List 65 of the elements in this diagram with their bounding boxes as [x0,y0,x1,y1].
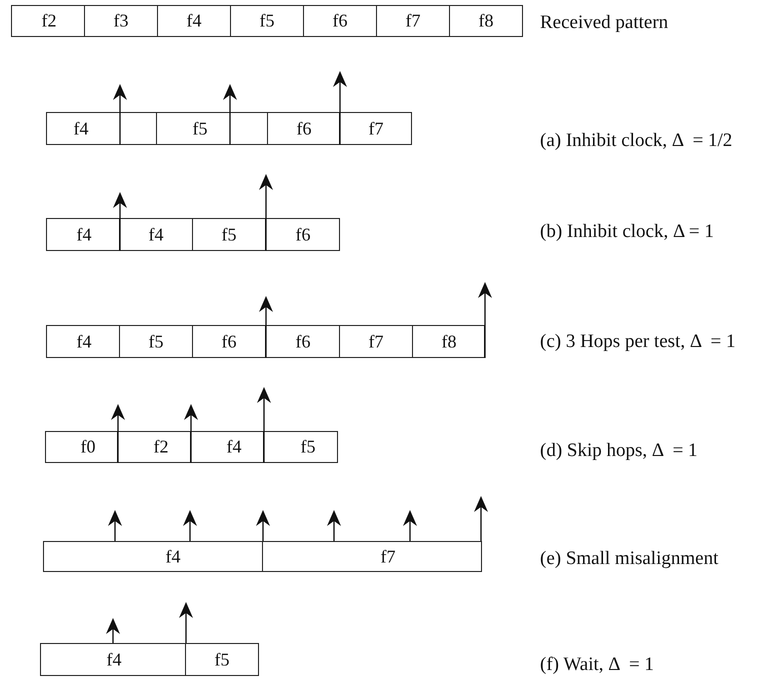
frequency-label: f4 [166,546,180,567]
frequency-cell [157,5,231,37]
frequency-label: f4 [106,649,122,670]
frequency-cell [119,218,193,251]
frequency-cell [192,218,266,251]
frequency-label: f8 [478,10,494,32]
frequency-cell [11,5,85,37]
frequency-label: f5 [214,649,230,670]
frequency-label: f8 [442,331,456,352]
frequency-cell [265,218,340,251]
frequency-label: f4 [148,224,164,245]
frequency-label: f5 [192,118,208,139]
frequency-cell [156,112,268,145]
frequency-label: f3 [114,10,128,32]
frequency-cell [303,5,377,37]
frequency-cell [43,541,263,572]
frequency-label: f4 [74,118,88,139]
row-caption: (e) Small misalignment [540,548,718,570]
frequency-cell [117,431,191,463]
frequency-label: f7 [368,331,384,352]
frequency-cell [339,112,412,145]
frequency-label: f0 [80,436,96,458]
frequency-label: f7 [380,546,396,567]
frequency-cell [46,112,157,145]
frequency-cell [263,431,338,463]
row-caption: Received pattern [540,12,668,34]
frequency-cell [45,431,118,463]
frequency-label: f6 [296,331,310,352]
frequency-label: f6 [332,10,348,32]
frequency-cell [412,325,485,358]
frequency-label: f5 [222,224,236,245]
frequency-label: f2 [42,10,56,32]
frequency-cell [190,431,264,463]
frequency-label: f4 [76,331,92,352]
frequency-label: f4 [186,10,202,32]
frequency-cell [192,325,266,358]
row-caption: (d) Skip hops, Δ = 1 [540,440,698,462]
frequency-label: f6 [296,118,312,139]
row-caption: (c) 3 Hops per test, Δ = 1 [540,331,736,353]
frequency-cell [262,541,482,572]
frequency-label: f7 [406,10,420,32]
frequency-cell [376,5,450,37]
frequency-label: f5 [260,10,274,32]
frequency-label: f2 [154,436,168,458]
frequency-cell [119,325,193,358]
frequency-label: f6 [222,331,236,352]
frequency-cell [339,325,413,358]
frequency-cell [84,5,158,37]
row-caption: (a) Inhibit clock, Δ = 1/2 [540,130,732,152]
frequency-label: f6 [296,224,310,245]
frequency-cell [40,643,186,676]
row-caption: (b) Inhibit clock, Δ = 1 [540,221,714,243]
frequency-label: f4 [76,224,92,245]
frequency-label: f5 [300,436,316,458]
frequency-label: f4 [226,436,242,458]
frequency-cell [449,5,523,37]
frequency-cell [267,112,340,145]
frequency-cell [230,5,304,37]
frequency-label: f5 [148,331,164,352]
frequency-cell [46,218,120,251]
frequency-cell [265,325,340,358]
row-caption: (f) Wait, Δ = 1 [540,654,654,676]
frequency-cell [46,325,120,358]
frequency-label: f7 [368,118,384,139]
frequency-cell [185,643,259,676]
